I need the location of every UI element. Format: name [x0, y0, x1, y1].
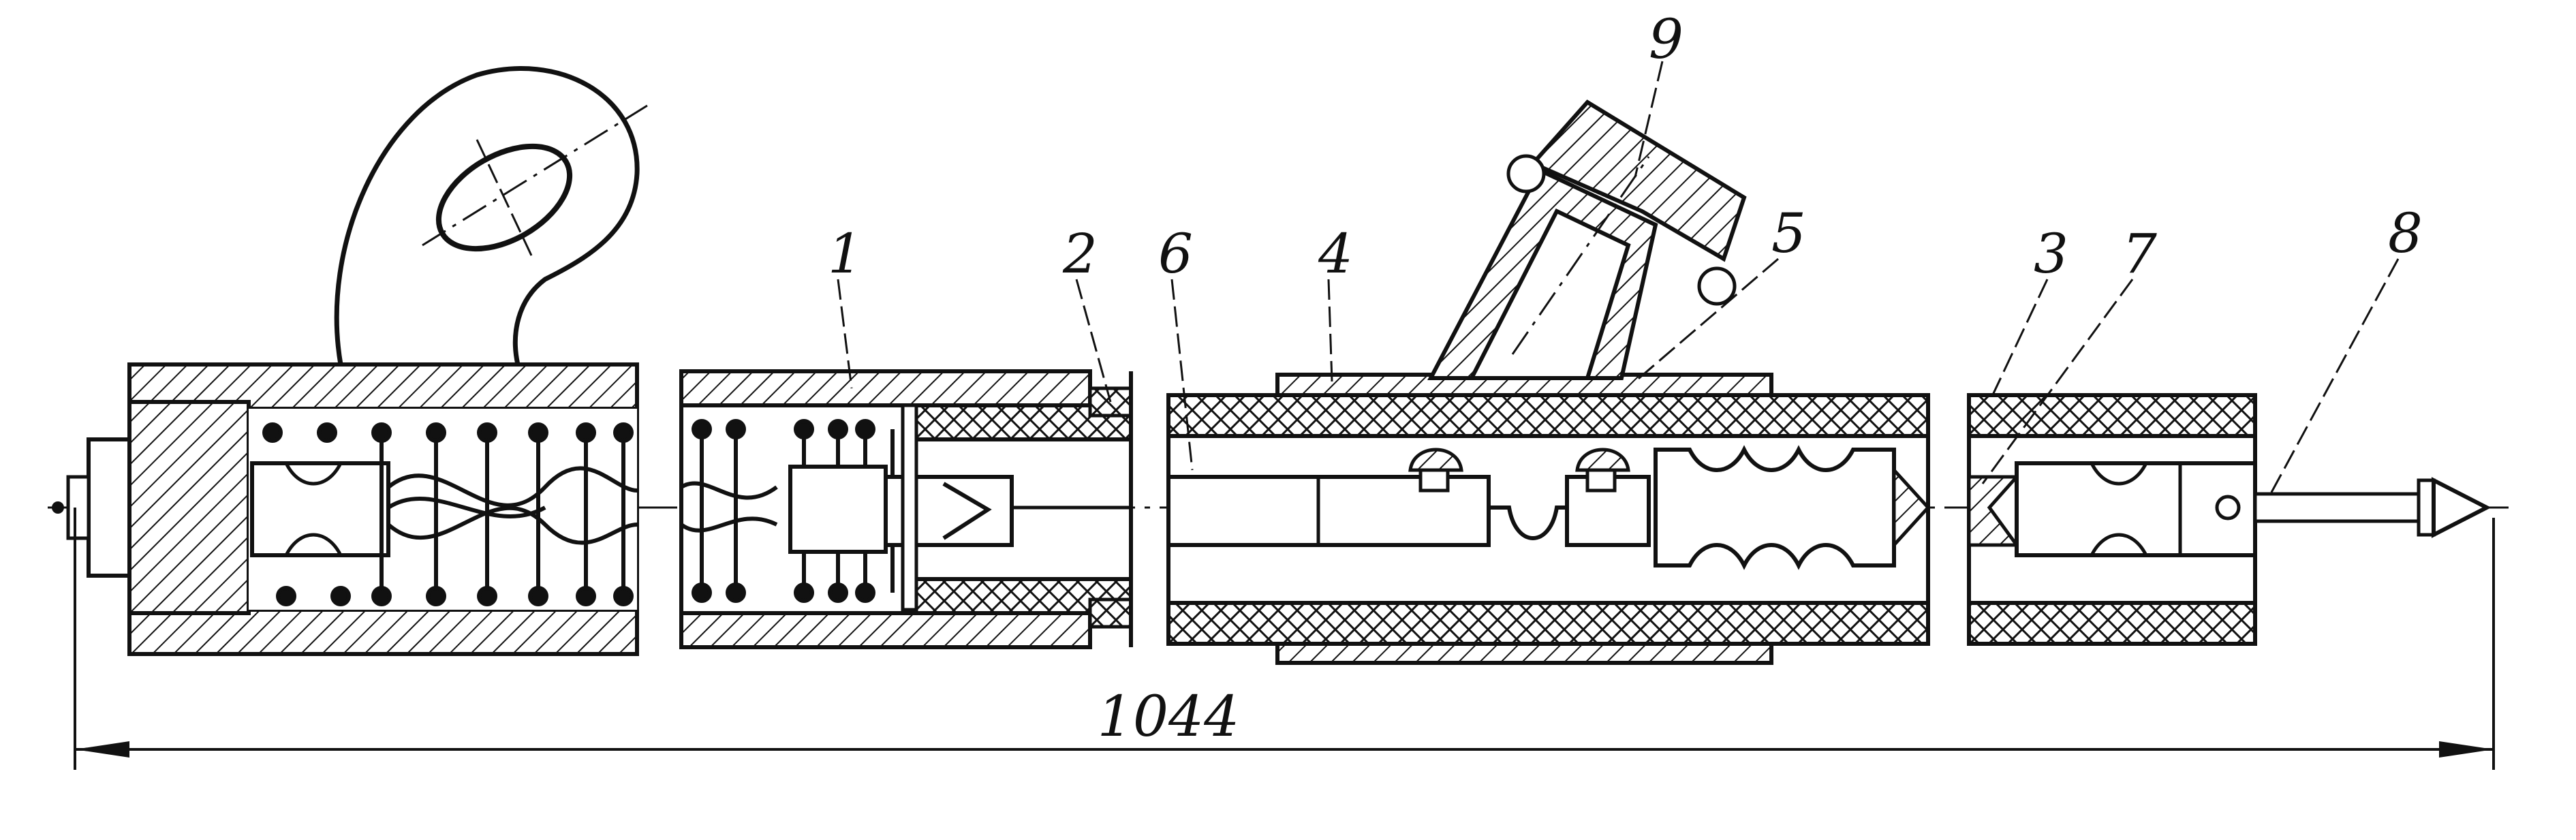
insulation-3-bottom — [1967, 601, 2257, 646]
pin — [2215, 495, 2241, 520]
wavy-electrode — [1654, 445, 1896, 570]
callout-9: 9 — [1649, 7, 1683, 71]
connector-plug — [788, 465, 888, 554]
handle-tube-bottom — [127, 608, 639, 656]
middle-section — [1166, 99, 1931, 665]
contact-block-left — [250, 461, 390, 557]
handle-loop — [334, 66, 640, 365]
handle-assembly — [52, 66, 648, 656]
cap-screw-top — [1506, 154, 1546, 193]
dimension-line: 1044 — [74, 508, 2495, 770]
tube-1-bottom — [679, 611, 1092, 649]
insulation-3-top — [1967, 393, 2257, 438]
probe-rod-8 — [2253, 492, 2421, 523]
tube-1-top — [679, 369, 1092, 407]
cone-7 — [1967, 475, 2021, 547]
end-plug — [127, 400, 251, 615]
right-section — [1967, 393, 2492, 647]
spring-section — [679, 369, 1133, 649]
callout-3: 3 — [2034, 222, 2068, 285]
cap-screw-bottom — [1697, 266, 1737, 306]
dimension-label: 1044 — [1098, 685, 1240, 749]
screw-right — [1575, 448, 1630, 493]
insulation-6-top — [1166, 393, 1930, 438]
callout-6: 6 — [1158, 222, 1193, 285]
spring-left — [262, 422, 634, 606]
callout-8: 8 — [2388, 202, 2423, 265]
branch-cap — [1530, 99, 1747, 262]
washer — [901, 403, 918, 612]
callouts — [837, 61, 2400, 498]
callout-1: 1 — [828, 222, 863, 285]
branch-9 — [1427, 99, 1747, 380]
callout-5: 5 — [1771, 202, 1806, 265]
twisted-wires-left — [387, 466, 638, 545]
callout-2: 2 — [1062, 222, 1098, 285]
callout-4: 4 — [1318, 222, 1353, 285]
callout-7: 7 — [2122, 222, 2157, 285]
screw-left — [1408, 448, 1463, 493]
callout-labels: 1 2 3 4 5 6 7 8 9 — [828, 7, 2423, 285]
spring-contact — [1489, 505, 1567, 540]
probe-tip — [2432, 477, 2492, 538]
end-cap — [87, 437, 131, 578]
insulation-6-bottom — [1166, 601, 1930, 646]
